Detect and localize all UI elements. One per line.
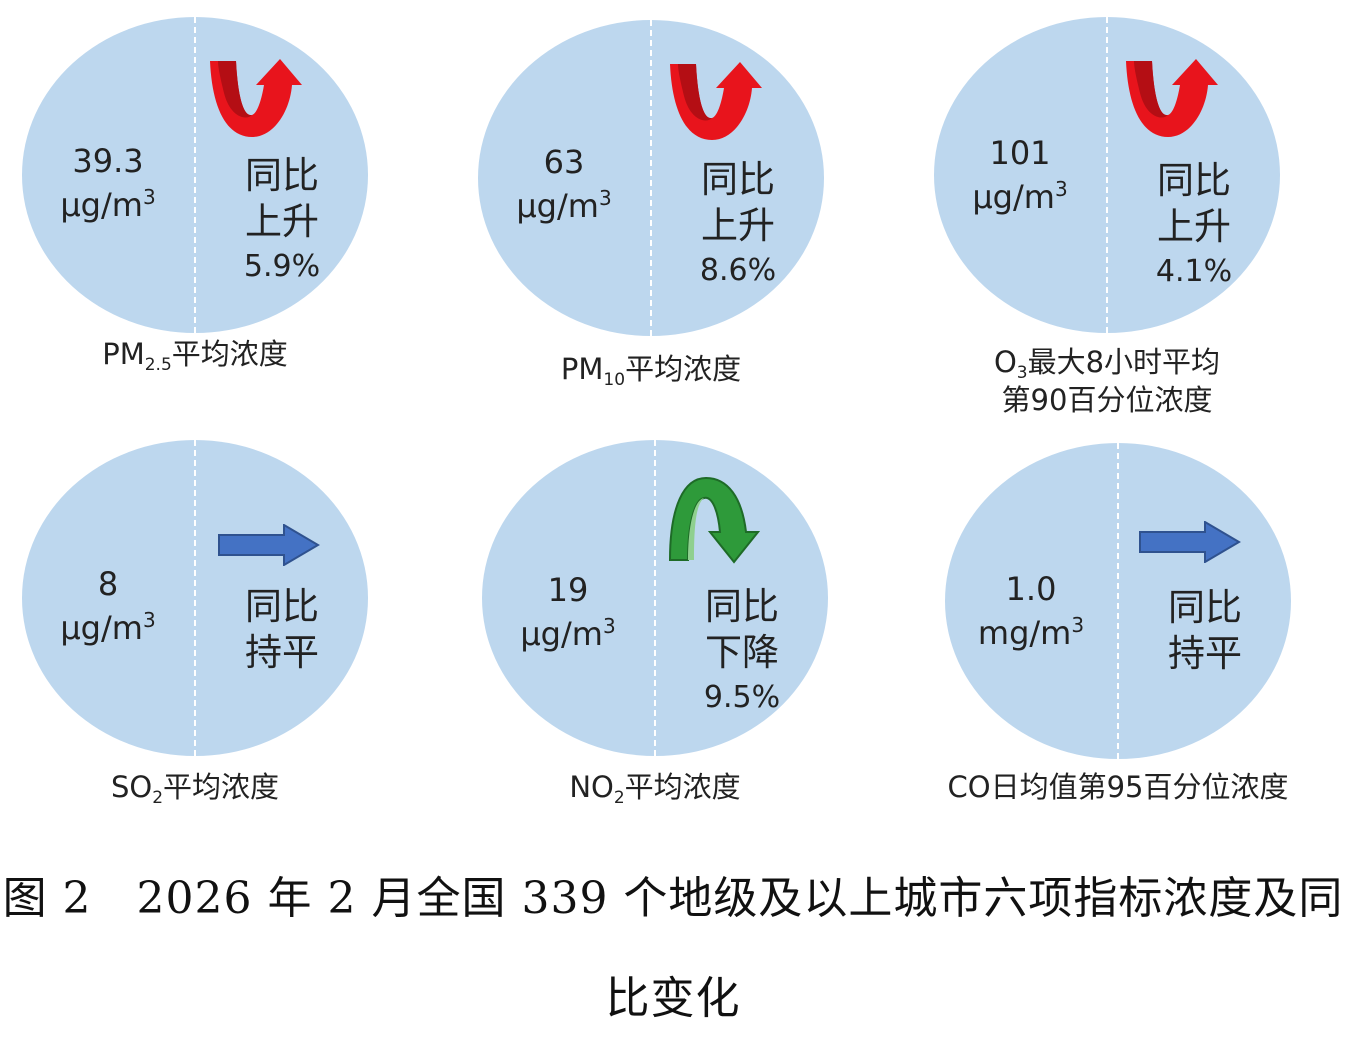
indicator-panel-no2: 19 μg/m3 同比 下降 9.5% NO2平均浓度: [482, 440, 842, 807]
value-block: 19 μg/m3: [482, 568, 654, 656]
change-percent: 8.6%: [699, 253, 777, 288]
indicator-circle: 19 μg/m3 同比 下降 9.5%: [482, 440, 828, 756]
change-label-2: 下降: [705, 631, 779, 674]
value-number: 39.3: [72, 142, 144, 180]
change-block: 同比 上升 5.9%: [196, 153, 368, 289]
change-label-2: 上升: [1157, 205, 1231, 248]
value-number: 63: [543, 143, 585, 181]
value-unit: μg/m: [520, 615, 603, 653]
dashed-divider: [194, 17, 196, 333]
change-label-2: 持平: [245, 631, 319, 674]
right-arrow-icon: [1139, 521, 1241, 563]
value-unit: μg/m: [516, 187, 599, 225]
unit-superscript: 3: [1054, 177, 1068, 201]
caption-line-2: 第90百分位浓度: [1001, 383, 1213, 417]
unit-superscript: 3: [602, 614, 616, 638]
indicator-caption: PM10平均浓度: [560, 352, 742, 390]
change-block: 同比 下降 9.5%: [656, 584, 828, 720]
indicator-circle: 8 μg/m3 同比 持平: [22, 440, 368, 756]
change-label-2: 上升: [701, 204, 775, 247]
change-label-1: 同比: [245, 585, 319, 628]
change-label-2: 上升: [245, 200, 319, 243]
change-percent: 5.9%: [243, 249, 321, 284]
indicator-caption: O3最大8小时平均 第90百分位浓度: [934, 343, 1280, 419]
change-percent: 9.5%: [703, 680, 781, 715]
curved-down-arrow-icon: [668, 476, 760, 564]
indicator-caption: CO日均值第95百分位浓度: [947, 770, 1289, 804]
value-unit: μg/m: [60, 186, 143, 224]
value-block: 39.3 μg/m3: [22, 139, 194, 227]
curved-up-arrow-icon: [1126, 59, 1218, 137]
change-label-1: 同比: [701, 158, 775, 201]
dashed-divider: [1117, 443, 1119, 759]
right-arrow-icon: [218, 524, 320, 566]
indicator-caption: SO2平均浓度: [110, 770, 280, 808]
change-block: 同比 持平: [196, 584, 368, 676]
indicator-panel-o3: 101 μg/m3 同比 上升 4.1% O3最大8小时平均 第90百分位浓度: [934, 17, 1294, 417]
value-block: 1.0 mg/m3: [945, 567, 1117, 655]
unit-superscript: 3: [1071, 613, 1085, 637]
indicator-panel-pm10: 63 μg/m3 同比 上升 8.6% PM10平均浓度: [478, 20, 838, 389]
indicator-circle: 39.3 μg/m3 同比 上升 5.9%: [22, 17, 368, 333]
dashed-divider: [194, 440, 196, 756]
change-label-1: 同比: [1168, 586, 1242, 629]
value-unit: μg/m: [972, 178, 1055, 216]
change-block: 同比 持平: [1119, 585, 1291, 677]
value-unit: μg/m: [60, 609, 143, 647]
curved-up-arrow-icon: [670, 62, 762, 140]
value-unit: mg/m: [977, 614, 1072, 652]
dashed-divider: [1106, 17, 1108, 333]
value-block: 63 μg/m3: [478, 140, 650, 228]
change-block: 同比 上升 8.6%: [652, 157, 824, 293]
dashed-divider: [654, 440, 656, 756]
value-block: 8 μg/m3: [22, 562, 194, 650]
change-percent: 4.1%: [1155, 254, 1233, 289]
indicator-circle: 101 μg/m3 同比 上升 4.1%: [934, 17, 1280, 333]
indicator-panel-so2: 8 μg/m3 同比 持平 SO2平均浓度: [22, 440, 382, 807]
value-number: 19: [547, 571, 589, 609]
indicator-circle: 1.0 mg/m3 同比 持平: [945, 443, 1291, 759]
change-label-1: 同比: [705, 585, 779, 628]
figure-caption-line-1: 图 2 2026 年 2 月全国 339 个地级及以上城市六项指标浓度及同: [2, 873, 1344, 924]
value-number: 101: [989, 134, 1051, 172]
value-block: 101 μg/m3: [934, 131, 1106, 219]
curved-up-arrow-icon: [210, 59, 302, 137]
indicator-panel-co: 1.0 mg/m3 同比 持平 CO日均值第95百分位浓度: [945, 443, 1305, 804]
indicator-panel-pm25: 39.3 μg/m3 同比 上升 5.9% PM2.5平均浓度: [22, 17, 382, 374]
value-number: 1.0: [1005, 570, 1057, 608]
indicator-caption: PM2.5平均浓度: [102, 337, 288, 375]
indicator-circle: 63 μg/m3 同比 上升 8.6%: [478, 20, 824, 336]
change-label-1: 同比: [1157, 159, 1231, 202]
change-label-2: 持平: [1168, 632, 1242, 675]
change-label-1: 同比: [245, 154, 319, 197]
figure-caption-line-2: 比变化: [605, 973, 741, 1024]
unit-superscript: 3: [598, 186, 612, 210]
value-number: 8: [97, 565, 119, 603]
change-block: 同比 上升 4.1%: [1108, 158, 1280, 294]
dashed-divider: [650, 20, 652, 336]
unit-superscript: 3: [142, 185, 156, 209]
indicator-caption: NO2平均浓度: [569, 770, 741, 808]
unit-superscript: 3: [142, 608, 156, 632]
